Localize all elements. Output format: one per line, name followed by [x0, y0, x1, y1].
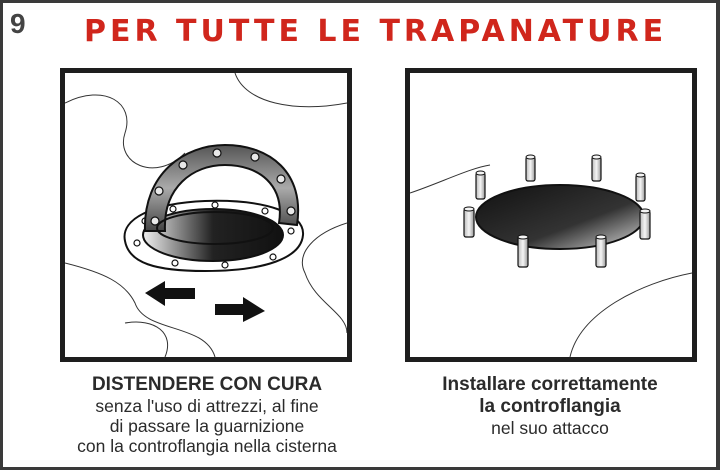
right-caption-heading-line: la controflangia [479, 396, 621, 417]
step-number: 9 [10, 8, 26, 39]
right-caption-heading-line: Installare correttamente [442, 374, 658, 395]
step-title: PER TUTTE LE TRAPANATURE [84, 14, 668, 49]
counter-flange-installed-illustration [410, 154, 692, 357]
left-caption-heading: DISTENDERE CON CURA [91, 374, 323, 395]
left-caption-line: di passare la guarnizione [109, 416, 305, 436]
gasket-stretching-panel [60, 68, 352, 362]
frame-border-top [0, 0, 720, 3]
frame-border-left [0, 0, 3, 470]
frame-border-right [716, 0, 720, 470]
counter-flange-panel [405, 68, 697, 362]
frame-border-bottom [0, 467, 720, 470]
left-caption-line: con la controflangia nella cisterna [77, 436, 337, 456]
right-caption: Installare correttamente la controflangi… [380, 374, 720, 438]
gasket-stretching-illustration [65, 73, 347, 357]
left-caption-line: senza l'uso di attrezzi, al fine [95, 396, 319, 416]
left-caption: DISTENDERE CON CURA senza l'uso di attre… [38, 374, 376, 456]
right-caption-line: nel suo attacco [491, 418, 609, 438]
